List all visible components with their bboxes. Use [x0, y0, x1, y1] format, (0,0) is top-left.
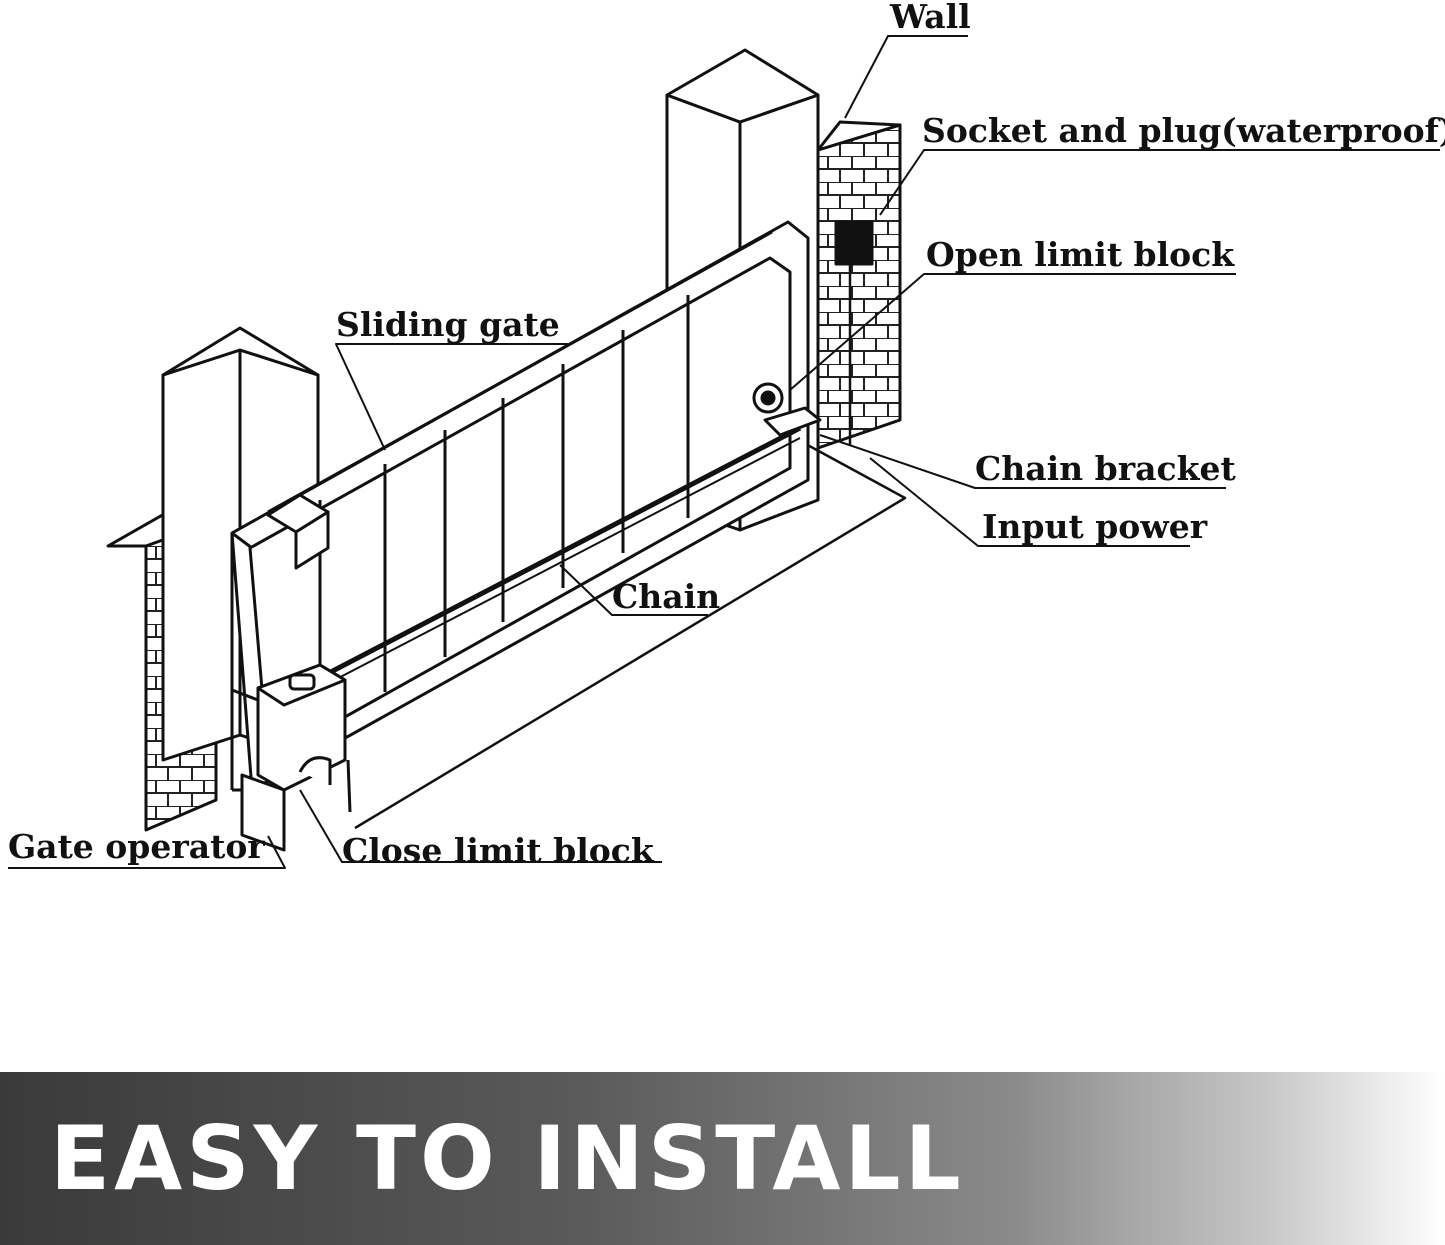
- label-close-limit-block: Close limit block: [342, 831, 655, 870]
- gate-guide-box: [266, 493, 330, 570]
- label-gate-operator: Gate operator: [8, 827, 265, 866]
- gate-installation-diagram: Wall Socket and plug(waterproof) Open li…: [8, 0, 1445, 870]
- label-input-power: Input power: [982, 507, 1208, 546]
- socket-icon: [834, 220, 874, 266]
- gate-operator-motor: [231, 663, 352, 852]
- label-chain-bracket: Chain bracket: [975, 449, 1236, 488]
- open-limit-block: [752, 382, 784, 414]
- label-open-limit-block: Open limit block: [926, 235, 1235, 274]
- chain: [298, 425, 802, 699]
- chain-bracket: [763, 406, 822, 437]
- label-wall: Wall: [889, 0, 971, 36]
- label-socket: Socket and plug(waterproof): [922, 111, 1445, 150]
- right-brick-wall: [816, 120, 902, 450]
- label-chain: Chain: [612, 577, 720, 616]
- ground-track: [354, 428, 907, 830]
- banner-title: EASY TO INSTALL: [50, 1106, 965, 1210]
- label-sliding-gate: Sliding gate: [336, 305, 560, 344]
- leader-lines: [8, 35, 1440, 869]
- install-banner: EASY TO INSTALL: [0, 1072, 1445, 1245]
